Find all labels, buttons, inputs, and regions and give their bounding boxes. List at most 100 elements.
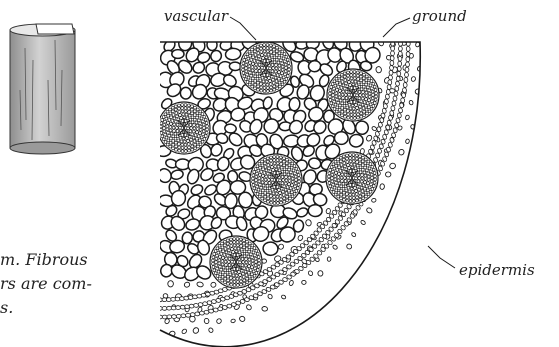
tissue-cell (386, 89, 391, 94)
tissue-cell (398, 61, 402, 66)
tissue-cell (305, 219, 312, 226)
tissue-cell (397, 71, 401, 76)
stem-cross-section (156, 34, 424, 346)
tissue-cell (355, 120, 370, 135)
tissue-cell (389, 70, 393, 75)
tissue-cell (308, 60, 321, 72)
tissue-cell (190, 312, 195, 316)
tissue-cell (230, 319, 235, 324)
tissue-cell (398, 108, 403, 114)
tissue-cell (216, 318, 222, 325)
tissue-cell (396, 76, 400, 81)
tissue-cell (302, 280, 306, 284)
tissue-cell (385, 94, 390, 100)
tissue-cell (395, 81, 400, 86)
caption-line-3: s. (0, 298, 13, 317)
tissue-cell (394, 91, 399, 96)
tissue-cell (389, 162, 396, 169)
tissue-cell (386, 172, 391, 177)
tissue-cell (192, 327, 200, 335)
tissue-cell (398, 46, 402, 51)
tissue-cell (392, 101, 397, 107)
tissue-cell (409, 100, 414, 105)
tissue-cell (404, 72, 408, 77)
tissue-cell (334, 132, 348, 145)
tissue-cell (371, 198, 376, 203)
tissue-cell (411, 76, 417, 82)
tissue-cell (371, 126, 377, 132)
tissue-cell (208, 327, 214, 333)
tissue-cell (395, 86, 400, 91)
vascular-leader (230, 17, 256, 40)
tissue-cell (390, 51, 394, 56)
tissue-cell (281, 294, 287, 299)
tissue-cell (206, 39, 217, 51)
tissue-cell (387, 84, 392, 89)
tissue-cell (401, 92, 406, 97)
tissue-cell (398, 51, 402, 56)
tissue-cell (168, 281, 174, 287)
caption-line-2: rs are com- (0, 274, 92, 293)
tissue-cell (397, 66, 401, 71)
tissue-cell (239, 315, 246, 322)
tissue-cell (199, 311, 204, 316)
tissue-cell (393, 96, 398, 102)
tissue-cell (289, 280, 294, 286)
tissue-cell (158, 307, 163, 311)
tissue-cell (388, 75, 392, 80)
tissue-cell (365, 134, 372, 142)
tissue-cell (398, 148, 405, 155)
tissue-cell (210, 282, 216, 288)
tissue-cell (332, 244, 338, 250)
epidermis-leader (428, 246, 455, 268)
tissue-cell (318, 271, 323, 276)
tissue-cell (351, 232, 357, 238)
tissue-cell (172, 315, 177, 319)
tissue-cell (395, 118, 400, 124)
tissue-cell (172, 50, 184, 59)
tissue-cell (262, 241, 278, 256)
stem-cylinder-icon (10, 24, 75, 154)
tissue-cell (184, 281, 191, 288)
tissue-cell (307, 270, 313, 276)
tissue-cell (406, 57, 410, 62)
tissue-cell (176, 314, 181, 318)
tissue-cell (195, 312, 200, 317)
tissue-cell (405, 67, 409, 72)
tissue-cell (297, 235, 303, 242)
tissue-cell (389, 65, 393, 70)
tissue-cell (404, 77, 408, 82)
tissue-cell (162, 315, 167, 319)
tissue-cell (204, 318, 210, 324)
tissue-cell (162, 306, 167, 310)
ground-leader (383, 18, 410, 37)
tissue-cell (327, 257, 331, 262)
tissue-cell (360, 220, 366, 226)
epidermis-label: epidermis (459, 261, 535, 279)
tissue-cell (394, 122, 399, 128)
tissue-cell (296, 206, 310, 218)
tissue-cell (181, 314, 186, 318)
tissue-cell (378, 39, 385, 46)
tissue-cell (405, 62, 409, 67)
tissue-cell (390, 105, 395, 111)
tissue-cell (391, 46, 395, 51)
tissue-cell (326, 208, 331, 214)
tissue-cell (181, 328, 187, 334)
tissue-cell (346, 243, 353, 250)
tissue-cell (224, 124, 236, 134)
caption-line-1: m. Fibrous (0, 250, 88, 269)
tissue-cell (405, 139, 409, 144)
tissue-cell (348, 133, 364, 148)
tissue-cell (267, 293, 273, 299)
tissue-cell (246, 304, 253, 311)
tissue-cell (185, 313, 190, 317)
tissue-cell (402, 87, 407, 92)
tissue-cell (375, 66, 381, 73)
tissue-cell (308, 204, 322, 217)
tissue-cell (406, 52, 410, 57)
tissue-cell (393, 127, 398, 133)
ground-label: ground (412, 7, 467, 25)
tissue-cell (158, 315, 163, 319)
